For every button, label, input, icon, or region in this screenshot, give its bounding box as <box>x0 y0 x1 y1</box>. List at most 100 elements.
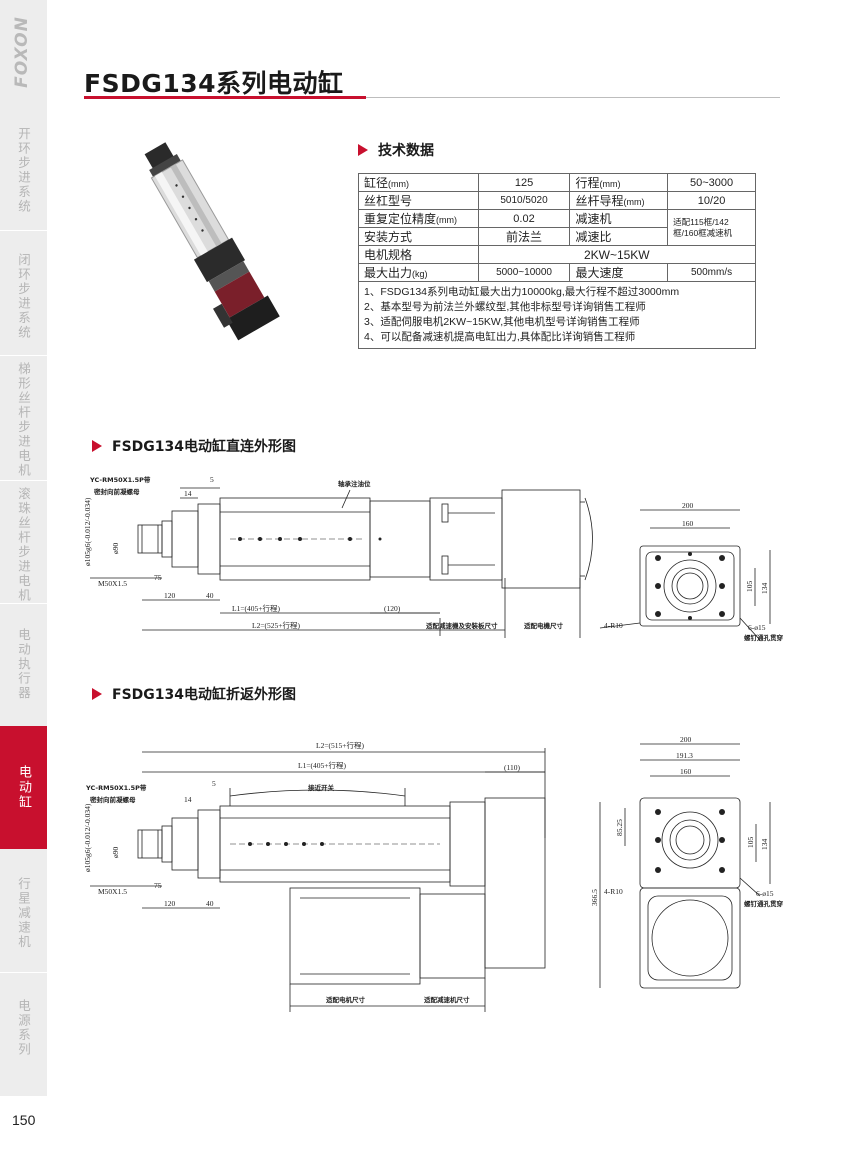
dim-label: 4-R10 <box>604 621 623 630</box>
sidebar-tab-label: 滚珠丝杆步进电机 <box>16 487 31 603</box>
title-underline <box>84 96 366 99</box>
sidebar-tab-label: 电动缸 <box>16 765 31 810</box>
brand-logo-text: FOXON <box>11 16 32 88</box>
sidebar-tab-closed-loop[interactable]: 闭环步进系统 <box>0 230 47 355</box>
dim-label: 120 <box>164 899 176 908</box>
spec-value: 125 <box>477 173 571 192</box>
dim-label: 105 <box>745 581 754 593</box>
spec-value: 50~3000 <box>667 173 756 192</box>
dim-label: 40 <box>206 899 214 908</box>
dim-label: 螺钉通孔贯穿 <box>744 899 784 908</box>
dim-label: ø105g6(-0.012/-0.034) <box>83 497 92 566</box>
dim-label: ø90 <box>111 847 120 859</box>
spec-label: 丝杠型号 <box>358 191 479 210</box>
drawing1-heading: FSDG134电动缸直连外形图 <box>92 436 296 456</box>
sidebar-tab-actuator[interactable]: 电动执行器 <box>0 603 47 726</box>
sidebar-tab-planetary-reducer[interactable]: 行星减速机 <box>0 849 47 972</box>
table-row: 缸径(mm) 125 行程(mm) 50~3000 <box>358 173 756 192</box>
dim-label: 200 <box>682 501 694 510</box>
page-title: FSDG134系列电动缸 <box>84 69 344 98</box>
dim-label: 105 <box>746 837 755 849</box>
spec-label: 减速比 <box>569 227 669 246</box>
note-line: 3、适配伺服电机2KW~15KW,其他电机型号详询销售工程师 <box>364 316 640 328</box>
spec-value: 5010/5020 <box>477 191 571 210</box>
table-row: 最大出力(kg) 5000~10000 最大速度 500mm/s <box>358 263 756 282</box>
dim-label: 适配电机尺寸 <box>326 995 366 1004</box>
dim-label: YC-RM50X1.5P带 <box>85 783 147 792</box>
dim-label: 螺钉通孔贯穿 <box>744 633 784 642</box>
sidebar-tab-label: 开环步进系统 <box>16 127 31 214</box>
spec-value: 前法兰 <box>477 227 571 246</box>
spec-value: 2KW~15KW <box>477 245 757 264</box>
dim-label: YC-RM50X1.5P带 <box>89 475 151 484</box>
dim-label: L2=(525+行程) <box>252 620 301 630</box>
sidebar-tab-open-loop[interactable]: 开环步进系统 <box>0 127 47 230</box>
dim-label: 134 <box>760 839 769 851</box>
sidebar-tab-electric-cylinder[interactable]: 电动缸 <box>0 726 47 849</box>
dim-label: ø105g6(-0.012/-0.034) <box>83 803 92 872</box>
dim-label: 75 <box>154 881 162 890</box>
spec-heading: 技术数据 <box>358 140 434 160</box>
table-row: 重复定位精度(mm) 0.02 减速机 适配115框/142框/160框减速机 <box>358 209 756 246</box>
spec-label: 丝杆导程(mm) <box>569 191 669 210</box>
dim-label: 120 <box>164 591 176 600</box>
dim-label: 密封向前凝螺母 <box>90 795 136 804</box>
dim-label: 6-ø15 <box>756 889 774 898</box>
spec-label: 最大出力(kg) <box>358 263 479 282</box>
dim-label: 160 <box>680 767 692 776</box>
spec-notes: 1、FSDG134系列电动缸最大出力10000kg,最大行程不超过3000mm … <box>358 281 756 349</box>
dim-label: (110) <box>504 763 520 772</box>
table-row: 丝杠型号 5010/5020 丝杆导程(mm) 10/20 <box>358 191 756 210</box>
sidebar-tab-label: 电动执行器 <box>16 628 31 701</box>
dim-label: 接近开关 <box>308 783 335 792</box>
dim-label: 40 <box>206 591 214 600</box>
section-arrow-icon <box>358 144 368 156</box>
dim-label: 5 <box>210 475 214 484</box>
dim-label: 200 <box>680 735 692 744</box>
sidebar-tab-label: 行星减速机 <box>16 877 31 950</box>
section-arrow-icon <box>92 688 102 700</box>
table-row: 安装方式 前法兰 减速比 <box>358 227 756 246</box>
spec-value: 0.02 <box>477 209 571 228</box>
dim-label: 密封向前凝螺母 <box>94 487 140 496</box>
spec-label: 重复定位精度(mm) <box>358 209 479 228</box>
dim-label: 134 <box>760 583 769 595</box>
spec-value: 10/20 <box>667 191 756 210</box>
dim-label: 85.25 <box>615 819 624 836</box>
dim-label: 适配减速機及安裝板尺寸 <box>426 621 498 630</box>
spec-label: 电机规格 <box>358 245 479 264</box>
dim-label: 轴承注油位 <box>338 479 371 488</box>
note-line: 2、基本型号为前法兰外螺纹型,其他非标型号详询销售工程师 <box>364 301 646 313</box>
sidebar-tab-label: 闭环步进系统 <box>16 253 31 340</box>
dim-label: L2=(515+行程) <box>316 740 365 750</box>
sidebar-tab-label: 梯形丝杆步进电机 <box>16 362 31 478</box>
dim-label: 160 <box>682 519 694 528</box>
product-photo <box>144 142 280 341</box>
sidebar-tab-power-supply[interactable]: 电源系列 <box>0 972 47 1096</box>
dim-label: 适配电機尺寸 <box>524 621 564 630</box>
brand-logo: FOXON <box>8 14 38 94</box>
table-row: 电机规格 2KW~15KW <box>358 245 757 264</box>
page-number: 150 <box>12 1112 36 1128</box>
dim-label: 适配减速机尺寸 <box>424 995 470 1004</box>
sidebar-tab-label: 电源系列 <box>16 999 31 1057</box>
dim-label: 14 <box>184 489 192 498</box>
spec-value: 500mm/s <box>667 263 756 282</box>
drawing2-svg: L2=(515+行程) L1=(405+行程) (110) 5 14 YC-RM… <box>83 735 784 1012</box>
sidebar-nav: FOXON 开环步进系统 闭环步进系统 梯形丝杆步进电机 滚珠丝杆步进电机 电动… <box>0 0 47 1096</box>
spec-label: 缸径(mm) <box>358 173 479 192</box>
spec-label: 最大速度 <box>569 263 669 282</box>
dim-label: (120) <box>384 604 401 613</box>
spec-value: 5000~10000 <box>477 263 571 282</box>
drawing2-heading: FSDG134电动缸折返外形图 <box>92 684 296 704</box>
dim-label: 5 <box>212 779 216 788</box>
dim-label: L1=(405+行程) <box>298 760 347 770</box>
sidebar-tab-trapezoid-screw[interactable]: 梯形丝杆步进电机 <box>0 355 47 480</box>
table-row: 1、FSDG134系列电动缸最大出力10000kg,最大行程不超过3000mm … <box>358 281 756 349</box>
spec-label: 减速机 <box>569 209 669 228</box>
dim-label: ø90 <box>111 543 120 555</box>
section-arrow-icon <box>92 440 102 452</box>
spec-label: 行程(mm) <box>569 173 669 192</box>
note-line: 4、可以配备减速机提高电缸出力,具体配比详询销售工程师 <box>364 331 636 343</box>
sidebar-tab-ball-screw[interactable]: 滚珠丝杆步进电机 <box>0 480 47 603</box>
